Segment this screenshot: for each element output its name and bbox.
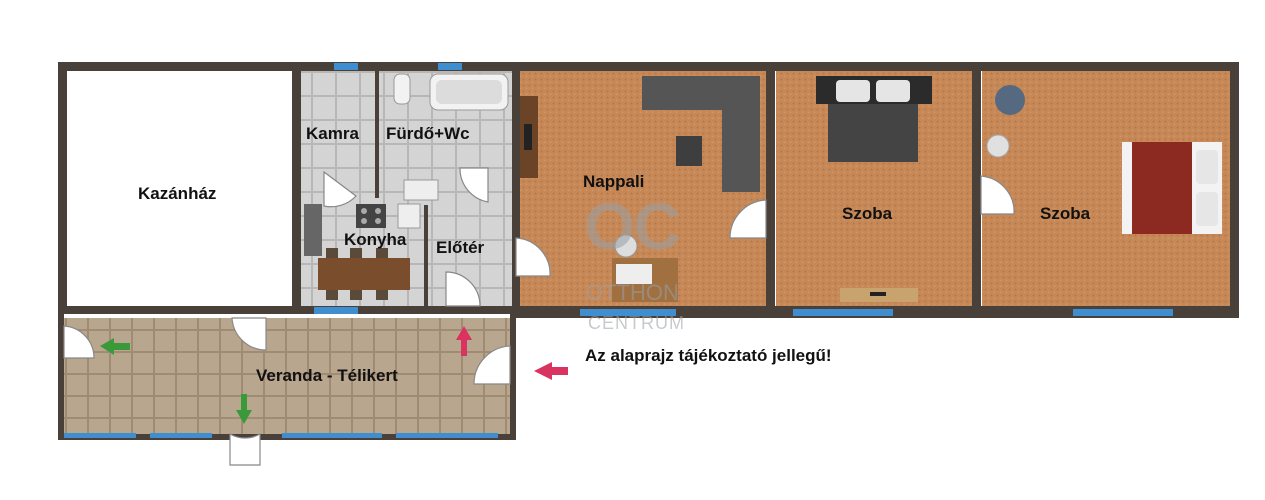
room-label-veranda: Veranda - Télikert <box>256 366 398 385</box>
corner-sofa <box>642 76 760 192</box>
windows <box>64 63 1173 438</box>
toilet <box>393 73 411 105</box>
watermark-line1: OTTHON <box>586 280 679 305</box>
dining-table <box>318 258 410 290</box>
exit-arrow-down <box>236 394 252 424</box>
veranda-floor <box>64 318 514 436</box>
entry-arrow <box>456 326 472 356</box>
exit-arrow-left <box>100 338 130 355</box>
disclaimer-note: Az alaprajz tájékoztató jellegű! <box>585 346 832 365</box>
room-label-nappali: Nappali <box>583 172 645 191</box>
fridge <box>304 204 322 256</box>
kazanhaz-floor <box>64 68 294 308</box>
coffee-table <box>676 136 702 166</box>
entry-arrows <box>100 326 568 424</box>
watermark-line2: CENTRUM <box>588 313 685 333</box>
side-table <box>986 134 1010 158</box>
room-label-szoba-1: Szoba <box>842 204 893 223</box>
desk-chair <box>614 234 638 258</box>
watermark-logo: OC <box>584 189 681 263</box>
washbasin <box>403 179 439 201</box>
sink <box>397 203 421 229</box>
bed-1 <box>828 100 918 162</box>
room-label-kamra: Kamra <box>306 124 359 143</box>
room-label-furdo: Fürdő+Wc <box>386 124 470 143</box>
room-label-eloter: Előtér <box>436 238 485 257</box>
doors <box>63 167 1015 466</box>
armchair <box>995 85 1025 115</box>
headboard-1 <box>816 76 932 104</box>
room-label-szoba-2: Szoba <box>1040 204 1091 223</box>
stove <box>356 204 386 228</box>
note-arrow <box>534 362 568 380</box>
room-label-kazanhaz: Kazánház <box>138 184 217 203</box>
room-label-konyha: Konyha <box>344 230 407 249</box>
